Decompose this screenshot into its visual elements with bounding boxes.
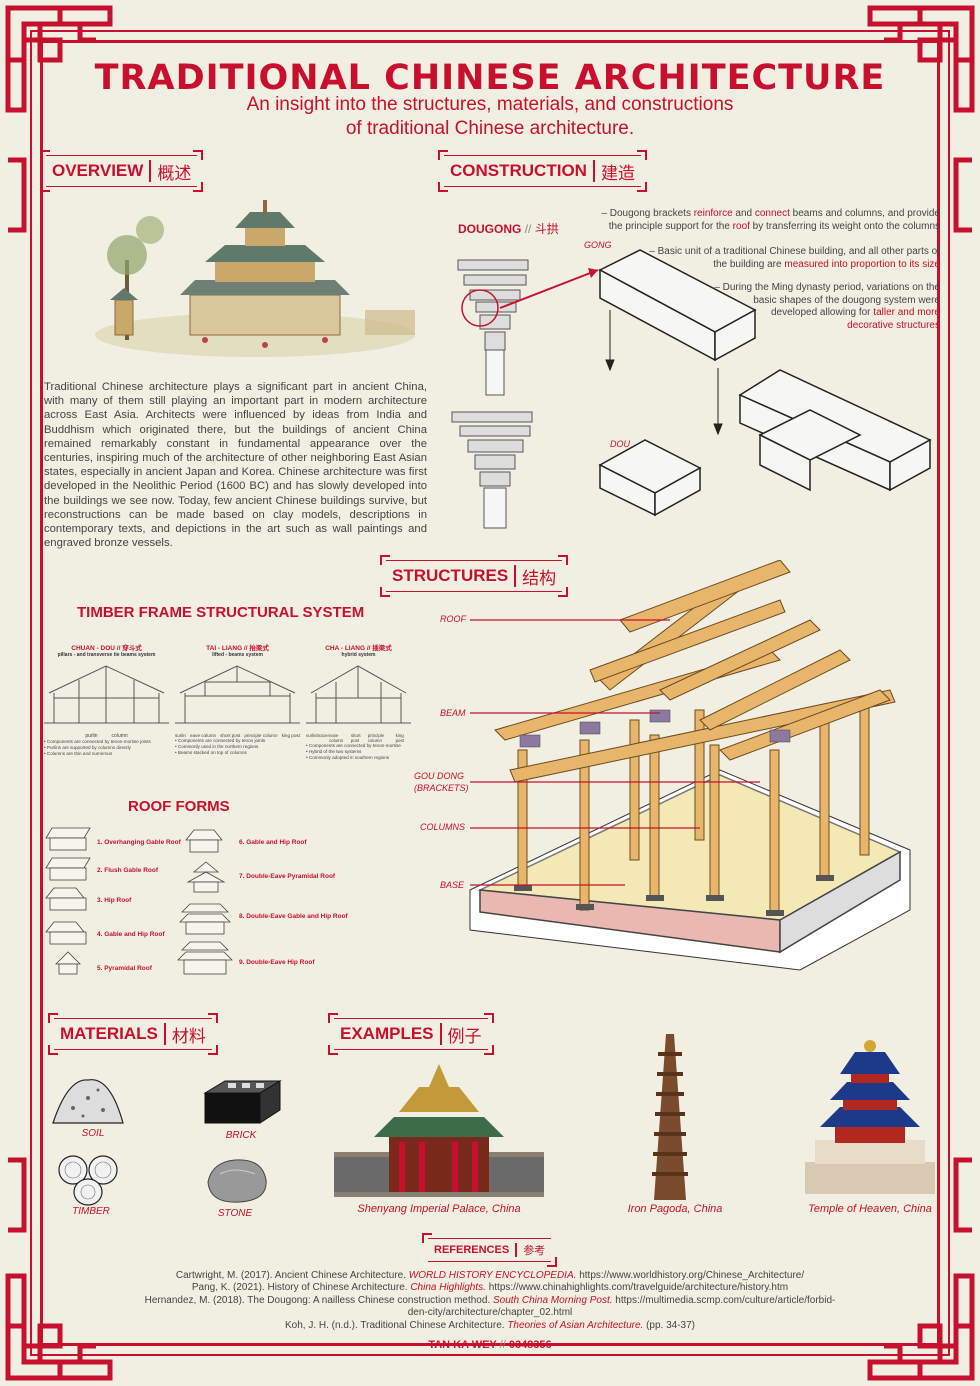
reference-1: Cartwright, M. (2017). Ancient Chinese A… — [175, 1270, 805, 1281]
example-2-caption: Iron Pagoda, China — [627, 1203, 723, 1215]
construction-heading-en: CONSTRUCTION — [450, 161, 587, 180]
system-chuan-dou: CHUAN - DOU // 穿斗式 pillars - and transve… — [44, 642, 169, 757]
roof-6-label: 6. Gable and Hip Roof — [239, 839, 307, 846]
dougong-diagram — [451, 259, 533, 529]
gong-label: GONG — [584, 240, 612, 250]
references-heading-cn: 参考 — [523, 1245, 546, 1257]
references-heading: REFERENCES 参考 — [422, 1233, 558, 1267]
stone-icon — [207, 1159, 267, 1203]
construction-heading-cn: 建造 — [600, 163, 635, 183]
part-base-label: BASE — [440, 880, 465, 890]
stone-label: STONE — [217, 1208, 253, 1219]
dougong-note-1: – Dougong brackets reinforce and connect… — [601, 208, 940, 232]
references-heading-en: REFERENCES — [434, 1244, 510, 1256]
dougong-label: DOUGONG // 斗拱 — [458, 222, 559, 236]
chuan-dou-frame-drawing — [44, 665, 169, 724]
overview-heading-en: OVERVIEW — [52, 161, 144, 180]
roof-9-label: 9. Double-Eave Hip Roof — [239, 959, 315, 966]
part-brackets-label: (BRACKETS) — [414, 783, 469, 793]
page-subtitle: An insight into the structures, material… — [0, 93, 980, 141]
author-name: TAN KA WEY — [428, 1339, 497, 1351]
pavilion-illustration — [95, 200, 415, 357]
roof-3-label: 3. Hip Roof — [97, 897, 132, 904]
part-gou-dong-label: GOU DONG — [414, 771, 465, 781]
materials-heading-cn: 材料 — [171, 1026, 206, 1046]
temple-of-heaven-picture — [805, 1040, 935, 1194]
example-3-caption: Temple of Heaven, China — [808, 1203, 932, 1215]
reference-4: Koh, J. H. (n.d.). Traditional Chinese A… — [284, 1319, 696, 1331]
roof-8-label: 8. Double-Eave Gable and Hip Roof — [239, 913, 348, 920]
examples-heading-en: EXAMPLES — [340, 1024, 434, 1043]
dougong-note-3: – During the Ming dynasty period, variat… — [714, 282, 940, 331]
timber-frame-illustration — [469, 560, 911, 971]
roof-7-label: 7. Double-Eave Pyramidal Roof — [239, 873, 336, 880]
examples-heading: EXAMPLES 例子 — [328, 1013, 494, 1055]
roof-forms-title: ROOF FORMS — [128, 798, 230, 815]
overview-text: Traditional Chinese architecture plays a… — [44, 381, 427, 550]
construction-heading: CONSTRUCTION 建造 — [438, 150, 647, 192]
materials-heading: MATERIALS 材料 — [48, 1013, 218, 1055]
structures-heading: STRUCTURES 结构 — [380, 555, 569, 597]
iron-pagoda-picture — [652, 1034, 688, 1200]
part-columns-label: COLUMNS — [420, 822, 466, 832]
soil-icon — [52, 1079, 124, 1124]
system-tai-liang: TAI - LIANG // 抬梁式 lifted - beams system… — [175, 645, 300, 755]
dougong-parts-diagram — [499, 249, 932, 517]
page-title: TRADITIONAL CHINESE ARCHITECTURE — [94, 58, 886, 98]
example-1-caption: Shenyang Imperial Palace, China — [357, 1203, 521, 1215]
timber-icon — [58, 1155, 118, 1206]
overview-heading-cn: 概述 — [157, 163, 192, 183]
roof-4-label: 4. Gable and Hip Roof — [97, 931, 165, 938]
shenyang-palace-picture — [334, 1064, 544, 1197]
timber-label: TIMBER — [72, 1206, 110, 1217]
dou-label: DOU — [610, 439, 630, 449]
part-beam-label: BEAM — [440, 708, 466, 718]
roof-forms-drawings — [45, 827, 233, 975]
tai-liang-frame-drawing — [175, 665, 300, 724]
cha-liang-frame-drawing — [306, 665, 411, 724]
overview-heading: OVERVIEW 概述 — [40, 150, 204, 192]
soil-label: SOIL — [81, 1128, 105, 1139]
subtitle-line-1: An insight into the structures, material… — [246, 94, 734, 115]
part-roof-label: ROOF — [440, 614, 466, 624]
dougong-note-2: – Basic unit of a traditional Chinese bu… — [649, 246, 940, 270]
author-id: 0348356 — [508, 1339, 552, 1351]
structures-heading-cn: 结构 — [522, 568, 557, 588]
author-credit: TAN KA WEY // 0348356 — [428, 1339, 552, 1351]
brick-label: BRICK — [225, 1130, 257, 1141]
reference-2: Pang, K. (2021). History of Chinese Arch… — [191, 1282, 789, 1294]
roof-5-label: 5. Pyramidal Roof — [97, 965, 152, 972]
subtitle-line-2: of traditional Chinese architecture. — [345, 118, 635, 139]
timber-frame-title: TIMBER FRAME STRUCTURAL SYSTEM — [77, 604, 365, 621]
materials-heading-en: MATERIALS — [60, 1024, 158, 1043]
roof-1-label: 1. Overhanging Gable Roof — [97, 839, 181, 846]
examples-heading-cn: 例子 — [447, 1026, 482, 1046]
references-list: Cartwright, M. (2017). Ancient Chinese A… — [80, 1270, 900, 1332]
brick-icon — [203, 1080, 282, 1124]
roof-2-label: 2. Flush Gable Roof — [97, 867, 159, 874]
structures-heading-en: STRUCTURES — [392, 566, 509, 585]
reference-3: Hernandez, M. (2018). The Dougong: A nai… — [144, 1294, 836, 1319]
